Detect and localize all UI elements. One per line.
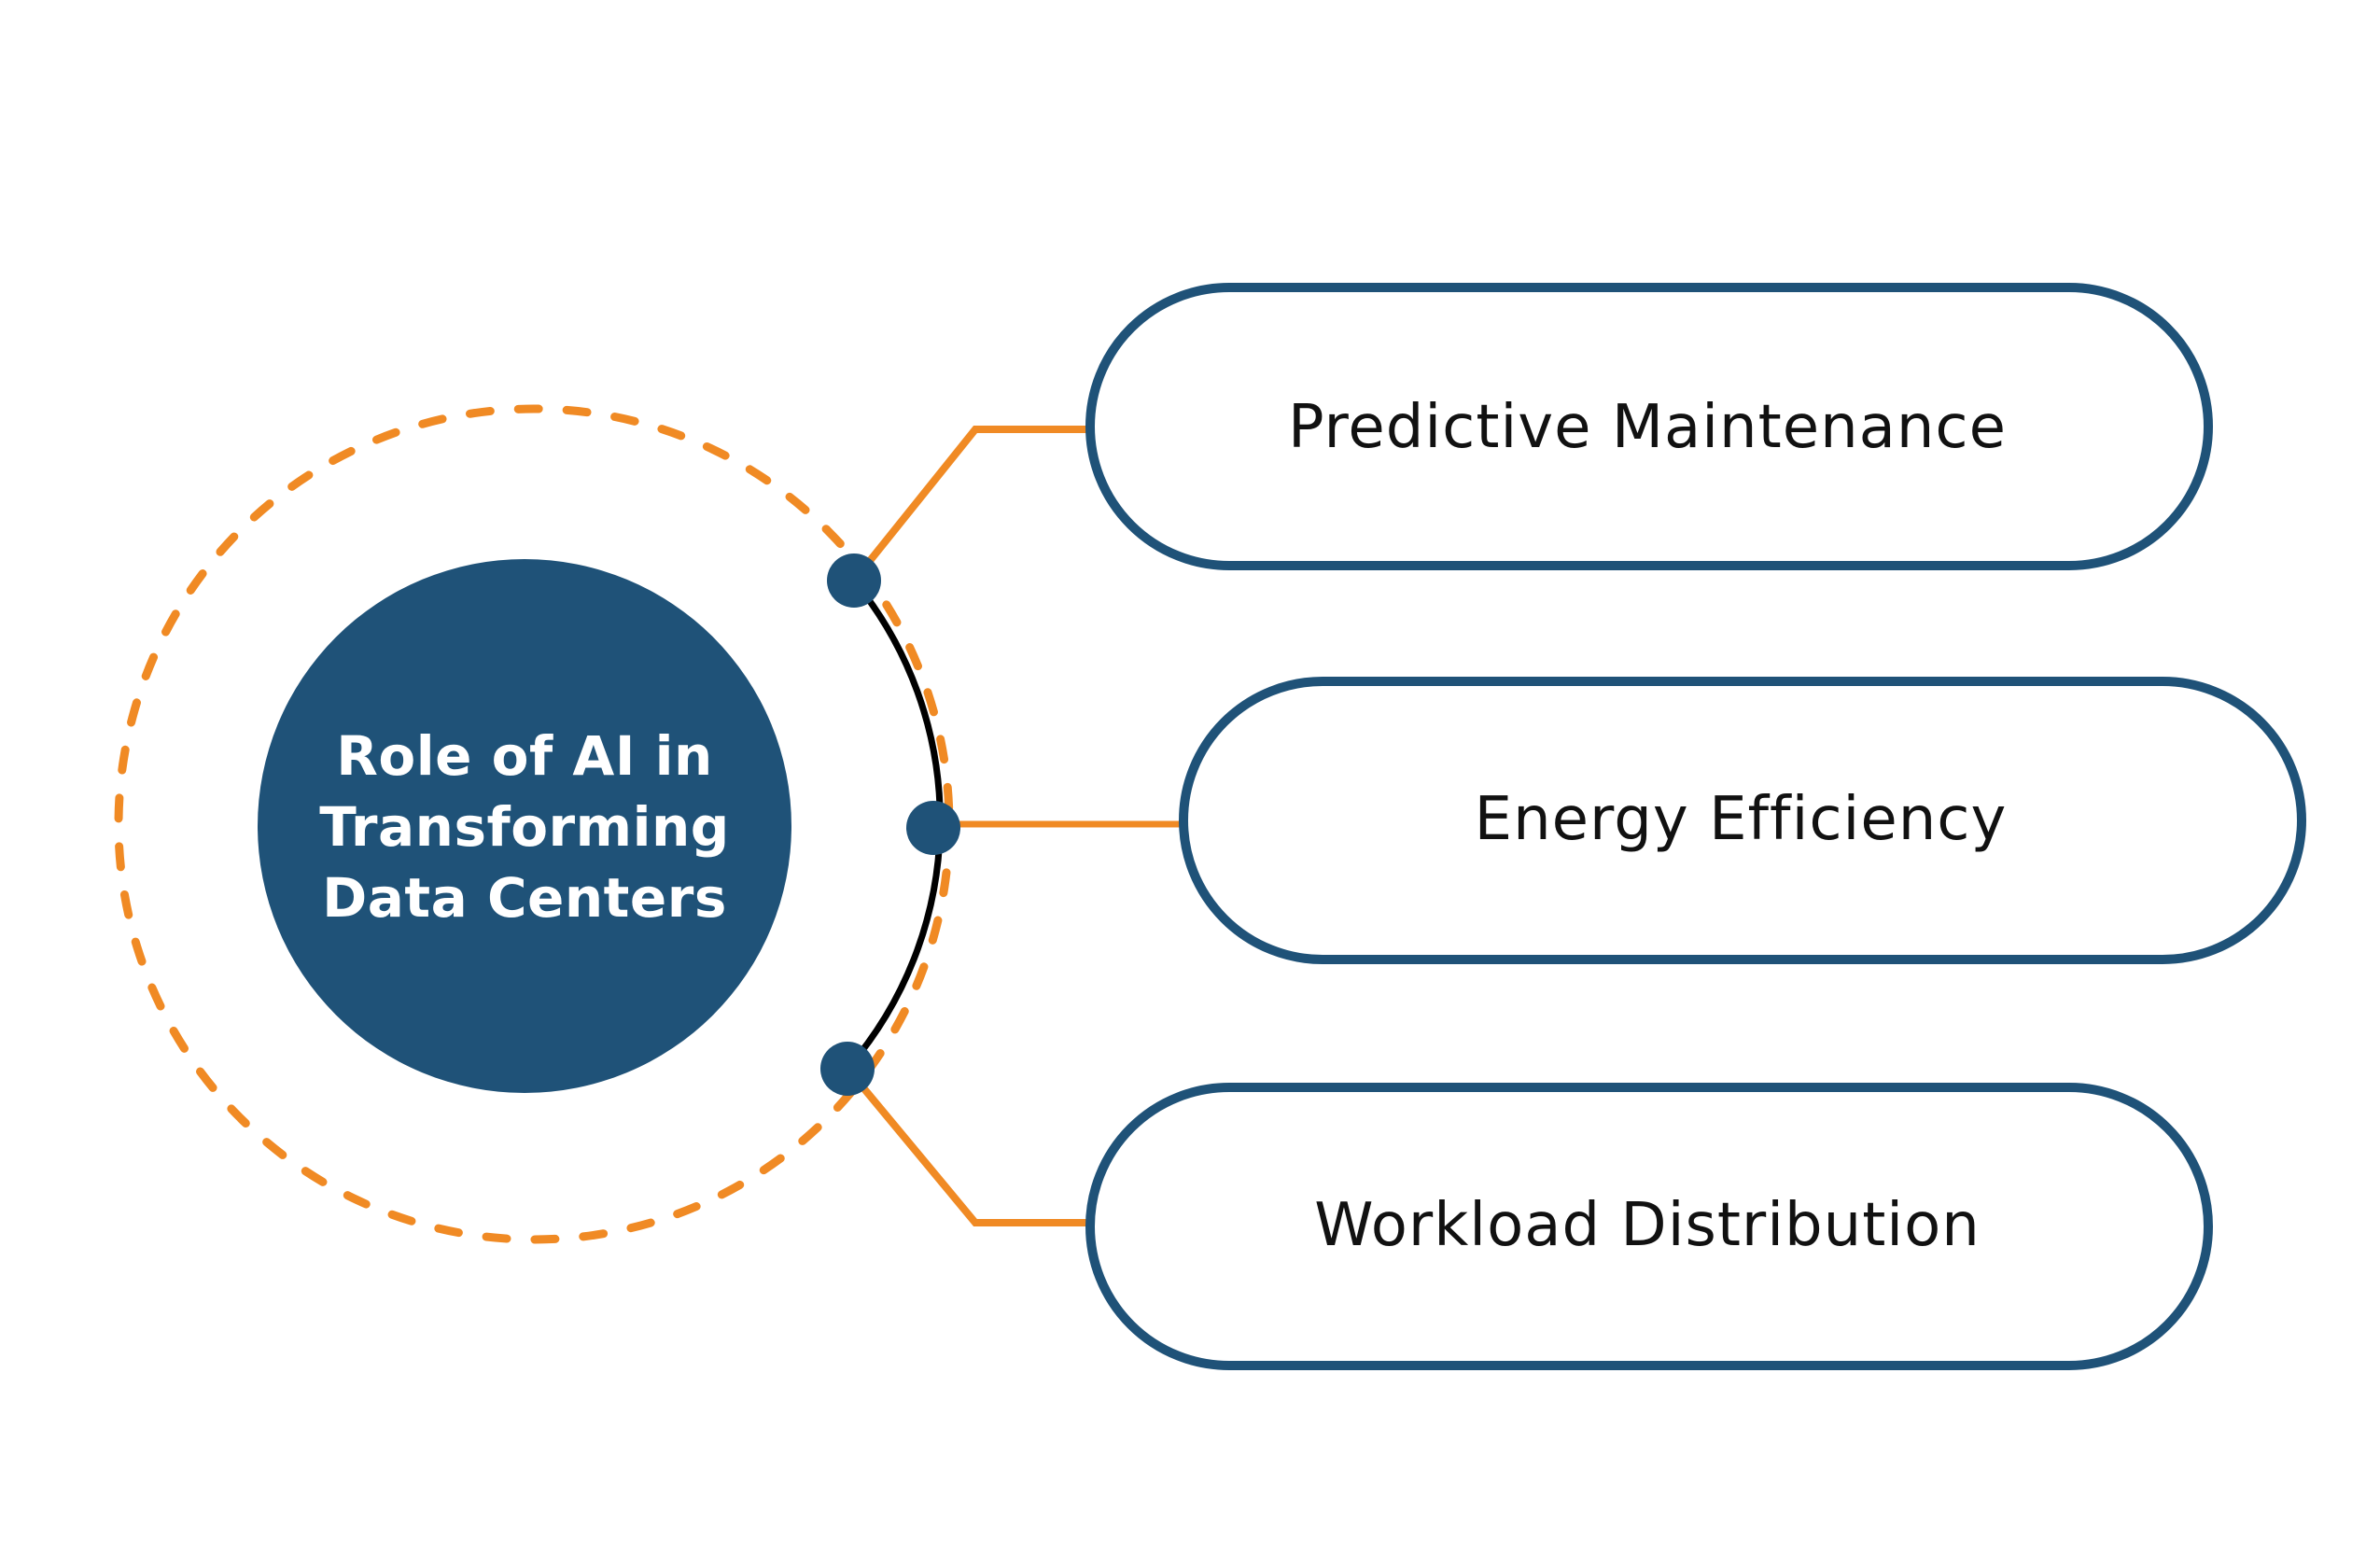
connector-node-1 (827, 553, 881, 608)
item-label-predictive-maintenance: Predictive Maintenance (1288, 392, 2007, 462)
connector-node-2 (906, 801, 960, 855)
item-label-workload-distribution: Workload Distribution (1314, 1190, 1981, 1260)
pill-energy-efficiency (1179, 677, 2306, 964)
pill-predictive-maintenance (1085, 283, 2213, 570)
connector-line-3 (844, 1066, 1087, 1226)
connector-node-3 (820, 1042, 875, 1096)
item-label-energy-efficiency: Energy Efficiency (1474, 784, 2008, 854)
center-circle (258, 559, 791, 1093)
center-title-line-1: Role of AI in (336, 724, 713, 788)
center-title: Role of AI in Transforming Data Centers (254, 556, 795, 1098)
center-title-line-2: Transforming (319, 795, 730, 859)
center-title-line-3: Data Centers (322, 866, 727, 930)
connector-line-1 (850, 426, 1087, 583)
pill-workload-distribution (1085, 1083, 2213, 1370)
